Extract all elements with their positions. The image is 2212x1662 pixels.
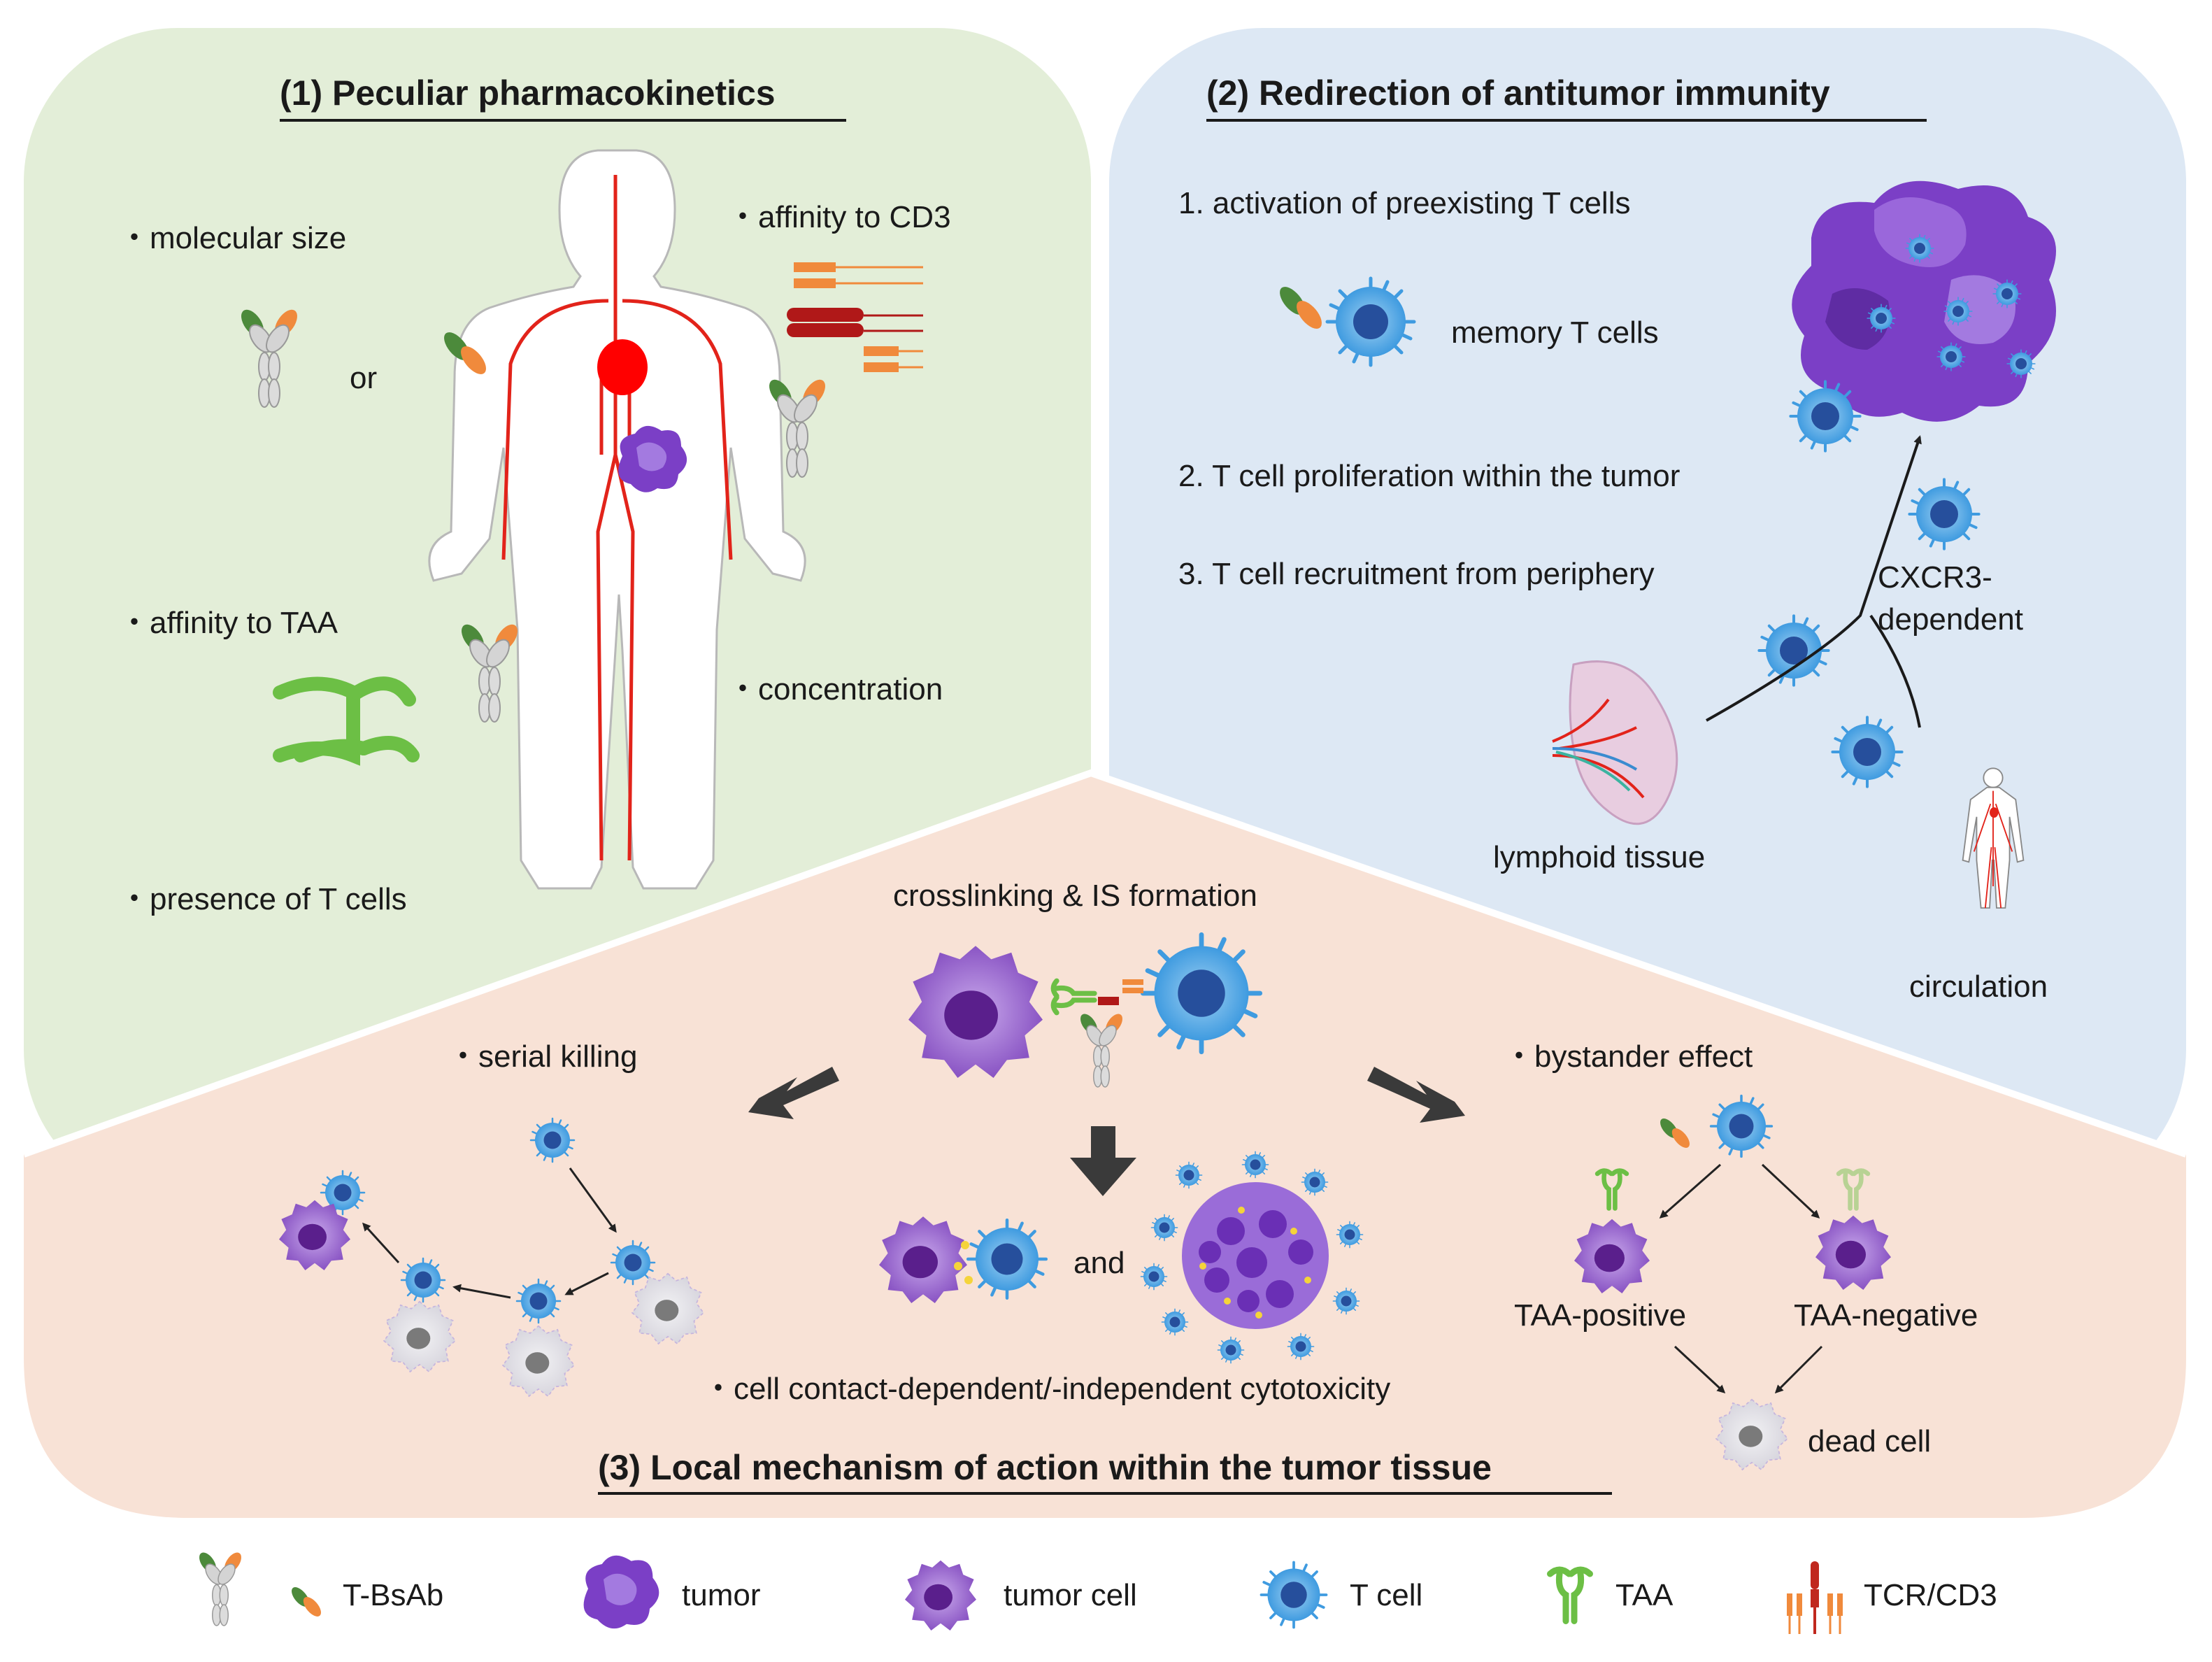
serial-arrow-4 (362, 1222, 400, 1264)
mass-t-cell-5 (1336, 1221, 1364, 1249)
arrow-down-cytotoxicity (1070, 1126, 1136, 1196)
serial-arrow-1 (569, 1167, 617, 1233)
label-presence-t-cells: ・presence of T cells (119, 882, 407, 916)
tumor-cluster-illustration (1792, 180, 2056, 422)
legend-t-cell-label: T cell (1350, 1578, 1422, 1612)
bystander-arrow-right (1761, 1163, 1820, 1219)
legend-tcr-label: TCR/CD3 (1864, 1578, 1997, 1612)
bystander-t-cell (1709, 1094, 1774, 1158)
human-body-illustration (428, 149, 806, 890)
legend-tumor-cell-icon (905, 1560, 976, 1631)
label-affinity-cd3: ・affinity to CD3 (727, 200, 951, 234)
tumor-mass-illustration (1182, 1182, 1329, 1329)
legend-tumor-icon (583, 1555, 659, 1629)
label-cxcr3-line1: CXCR3- (1878, 560, 1992, 595)
legend-tumor-cell-label: tumor cell (1004, 1578, 1137, 1612)
cytotox-granules (954, 1241, 973, 1284)
tumor-t-cell-1 (1905, 234, 1934, 263)
lymphoid-tissue-illustration (1552, 660, 1678, 825)
legend-fragment-icon (288, 1584, 324, 1620)
label-circulation: circulation (1909, 970, 2048, 1004)
label-cytotoxicity: ・cell contact-dependent/-independent cyt… (703, 1372, 1390, 1406)
panel-1-title: (1) Peculiar pharmacokinetics (280, 73, 776, 113)
mass-t-cell-3 (1241, 1151, 1269, 1179)
label-concentration: ・concentration (727, 672, 943, 706)
panel-2-title: (2) Redirection of antitumor immunity (1206, 73, 1830, 113)
label-affinity-taa: ・affinity to TAA (119, 606, 338, 640)
arrow-positive-to-dead (1674, 1345, 1726, 1394)
heart-icon (597, 339, 648, 395)
serial-t-cell-1 (529, 1117, 576, 1163)
legend-tumor-label: tumor (682, 1578, 760, 1612)
label-t-cell-recruitment: 3. T cell recruitment from periphery (1178, 557, 1655, 591)
mass-t-cell-2 (1175, 1161, 1203, 1189)
mass-t-cell-4 (1301, 1168, 1329, 1196)
mass-t-cell-9 (1161, 1308, 1189, 1336)
legend-taa-icon (1550, 1570, 1590, 1621)
serial-t-cell-4 (400, 1257, 446, 1303)
panel-divider (22, 769, 2188, 1158)
tumor-t-cell-5 (1936, 342, 1966, 371)
crosslink-tcr (1098, 979, 1143, 1005)
label-taa-negative: TAA-negative (1794, 1298, 1978, 1333)
tumor-t-cell-4 (1992, 279, 2022, 308)
label-activation-preexisting: 1. activation of preexisting T cells (1178, 186, 1631, 220)
label-serial-killing: ・serial killing (448, 1039, 637, 1074)
mass-t-cell-8 (1217, 1336, 1245, 1364)
legend-t-cell-icon (1260, 1561, 1328, 1629)
t-cell-migrating-1 (1790, 381, 1860, 450)
label-t-cell-proliferation: 2. T cell proliferation within the tumor (1178, 459, 1680, 493)
label-cxcr3-line2: dependent (1878, 602, 2023, 637)
tumor-t-cell-3 (1943, 297, 1973, 326)
legend-bsab-icon (195, 1549, 245, 1626)
cytotox-t-cell (968, 1220, 1046, 1298)
taa-binding-illustration (273, 676, 420, 766)
bystander-arrow-left (1659, 1163, 1721, 1219)
t-cell-migrating-2 (1909, 479, 1978, 548)
tumor-t-cell-2 (1867, 304, 1896, 333)
mass-t-cell-1 (1150, 1214, 1178, 1242)
label-bystander-effect: ・bystander effect (1504, 1039, 1753, 1074)
recruitment-arrow (1706, 435, 1922, 722)
mass-t-cell-7 (1287, 1333, 1315, 1361)
panel-3-title: (3) Local mechanism of action within the… (598, 1448, 1492, 1487)
label-and: and (1073, 1246, 1125, 1280)
legend-tcr-icon (1785, 1560, 1844, 1635)
serial-t-cell-3 (515, 1278, 562, 1324)
arrow-to-bystander (1367, 1067, 1465, 1123)
circulation-arrow-path (1869, 614, 1921, 728)
arrow-negative-to-dead (1774, 1345, 1823, 1394)
serial-arrow-2 (564, 1272, 609, 1295)
mass-t-cell-10 (1140, 1263, 1168, 1291)
serial-arrow-3 (452, 1284, 511, 1299)
label-molecular-size: ・molecular size (119, 221, 346, 255)
label-crosslinking: crosslinking & IS formation (893, 879, 1257, 913)
label-or: or (350, 361, 377, 395)
t-cell-migrating-4 (1832, 717, 1901, 786)
label-dead-cell: dead cell (1808, 1424, 1931, 1458)
label-lymphoid-tissue: lymphoid tissue (1493, 840, 1705, 874)
crosslink-t-cell (1143, 935, 1260, 1051)
legend-taa-label: TAA (1615, 1578, 1674, 1612)
cd3-binding-illustration (787, 262, 923, 372)
legend-bsab-label: T-BsAb (343, 1578, 443, 1612)
arrow-to-serial-killing (748, 1067, 839, 1119)
memory-t-cell-icon (1327, 278, 1414, 365)
mass-t-cell-6 (1332, 1287, 1360, 1315)
legend: T-BsAb tumor tumor cell T cell TAA TCR/C… (195, 1549, 1997, 1635)
label-taa-positive: TAA-positive (1514, 1298, 1686, 1333)
tumor-t-cell-6 (2006, 349, 2036, 378)
label-memory-t-cells: memory T cells (1451, 315, 1659, 350)
